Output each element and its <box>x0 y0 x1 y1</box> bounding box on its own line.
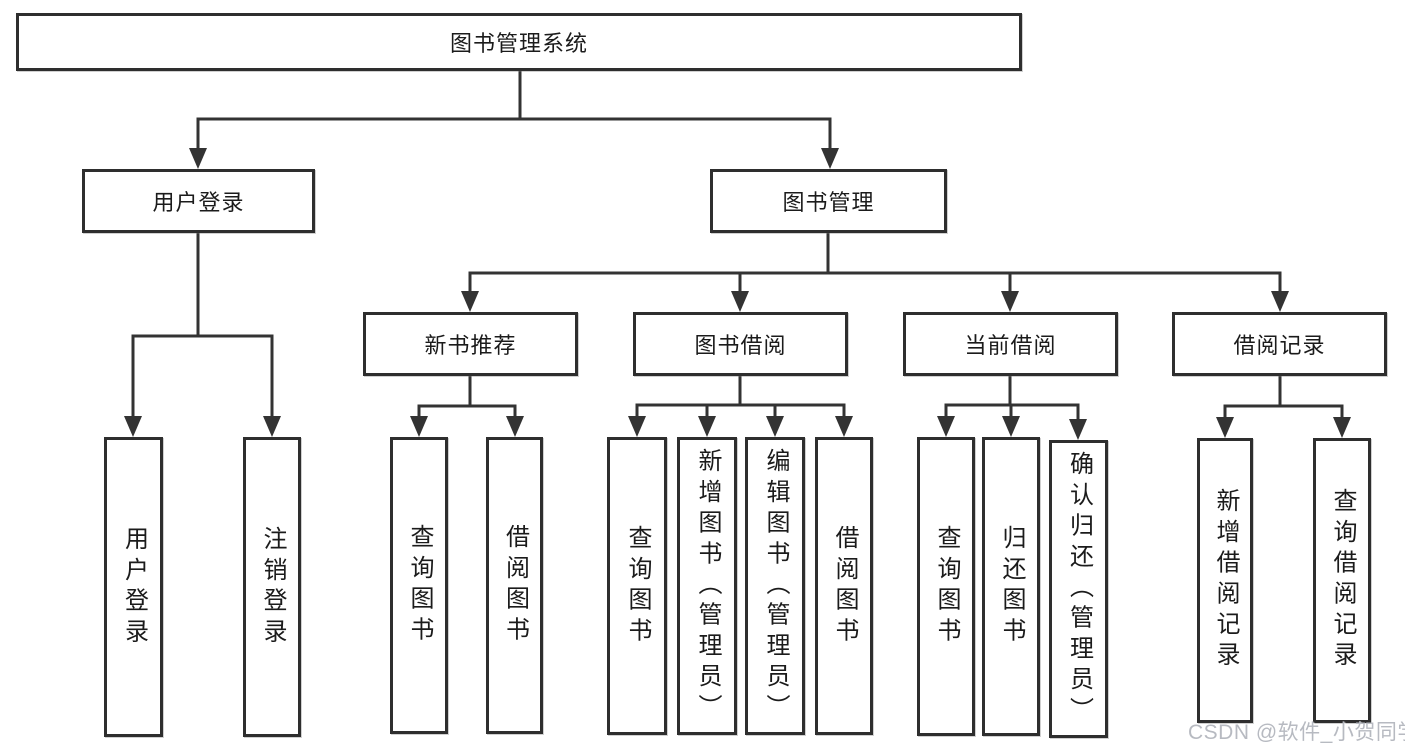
leaf-label: 注销登录 <box>259 525 286 649</box>
node-label: 借阅记录 <box>1233 333 1326 358</box>
node-new-book-recommend: 新书推荐 <box>363 312 578 376</box>
leaf-label: 归还图书 <box>998 525 1025 648</box>
leaf-logout: 注销登录 <box>243 437 301 737</box>
leaf-label: 查询图书 <box>933 525 960 648</box>
leaf-current-confirm-return-admin: 确认归还（管理员） <box>1049 440 1108 738</box>
leaf-newbooks-borrow-books: 借阅图书 <box>486 437 543 734</box>
leaf-label: 确认归还（管理员） <box>1065 450 1093 728</box>
node-label: 图书借阅 <box>694 333 787 358</box>
leaf-label: 新增借阅记录 <box>1212 488 1239 673</box>
leaf-current-query-books: 查询图书 <box>917 437 975 736</box>
node-book-borrow: 图书借阅 <box>633 312 848 376</box>
leaf-label: 查询借阅记录 <box>1329 488 1356 673</box>
node-borrow-records: 借阅记录 <box>1172 312 1387 376</box>
leaf-borrow-edit-books-admin: 编辑图书（管理员） <box>745 437 805 735</box>
leaf-label: 查询图书 <box>624 524 651 648</box>
leaf-user-login: 用户登录 <box>104 437 163 737</box>
leaf-label: 借阅图书 <box>831 524 858 648</box>
leaf-newbooks-query-books: 查询图书 <box>390 437 448 734</box>
leaf-borrow-borrow-books: 借阅图书 <box>815 437 873 735</box>
leaf-borrow-add-books-admin: 新增图书（管理员） <box>677 437 737 735</box>
leaf-records-add-record: 新增借阅记录 <box>1197 438 1253 723</box>
node-label: 图书管理系统 <box>449 31 588 56</box>
node-label: 当前借阅 <box>964 333 1057 358</box>
node-user-login: 用户登录 <box>82 169 315 233</box>
leaf-label: 查询图书 <box>406 524 433 647</box>
node-root: 图书管理系统 <box>16 13 1022 71</box>
node-book-management: 图书管理 <box>710 169 947 233</box>
leaf-label: 用户登录 <box>120 525 148 649</box>
leaf-label: 借阅图书 <box>501 524 529 647</box>
leaf-records-query-record: 查询借阅记录 <box>1313 438 1371 723</box>
node-label: 用户登录 <box>152 190 245 215</box>
leaf-borrow-query-books: 查询图书 <box>607 437 667 735</box>
node-label: 新书推荐 <box>424 333 517 358</box>
leaf-current-return-books: 归还图书 <box>982 437 1040 736</box>
node-current-borrow: 当前借阅 <box>903 312 1118 376</box>
leaf-label: 新增图书（管理员） <box>694 447 721 725</box>
node-label: 图书管理 <box>782 190 875 215</box>
leaf-label: 编辑图书（管理员） <box>762 447 789 725</box>
watermark: CSDN @软件_小贺同学 <box>1188 721 1405 744</box>
